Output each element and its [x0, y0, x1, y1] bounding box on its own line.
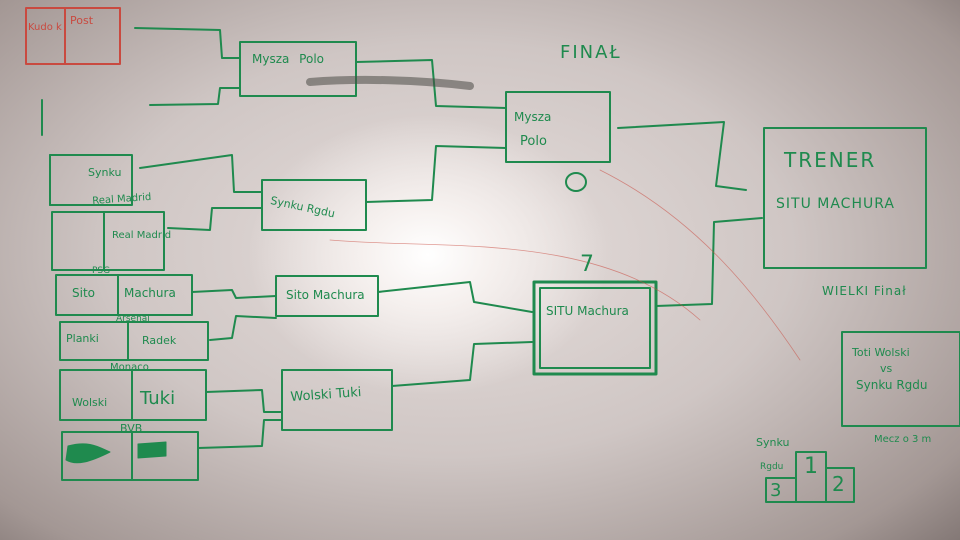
podium-top-name: Synku: [756, 436, 790, 449]
legend-left-label: Kudo k: [28, 22, 62, 33]
caption-monaco: Monaco: [110, 362, 149, 373]
podium-first: 1: [804, 454, 818, 479]
final-label: FINAŁ: [560, 42, 622, 63]
podium-left-name: Rgdu: [760, 462, 784, 472]
round1-box5-left: Wolski: [72, 396, 108, 409]
round1-box2-left: Real Madrid: [112, 230, 172, 241]
bvb-scribble-left: [65, 443, 111, 464]
champion-line2: SITU MACHURA: [776, 196, 895, 212]
round2-box1-text: Mysza Polo: [252, 52, 324, 66]
third-place-line3: Synku Rgdu: [856, 378, 928, 392]
round1-box3-left: Sito: [72, 286, 95, 300]
round1-box5-right: Tuki: [140, 388, 176, 409]
round2-box3-text: Sito Machura: [286, 288, 365, 302]
caption-arsenal: Arsenal: [116, 314, 150, 324]
third-place-line1: Toti Wolski: [852, 346, 910, 359]
third-place-line2: vs: [880, 362, 893, 375]
podium-third: 3: [770, 480, 782, 501]
third-place-box: [841, 331, 960, 427]
champion-line1: TRENER: [784, 148, 877, 172]
round1-box4-left: Planki: [66, 332, 99, 345]
semi-bottom-text: SITU Machura: [546, 304, 629, 318]
eraser-smear: [306, 75, 474, 90]
semi-top-line1: Mysza: [514, 110, 552, 124]
score-bottom: 7: [580, 252, 594, 277]
round1-boxes: [49, 154, 209, 481]
bvb-scribble-right: [137, 441, 167, 459]
round1-box3-right: Machura: [124, 286, 176, 300]
caption-psg: PSG: [92, 266, 111, 276]
big-final-label: WIELKI Finał: [822, 284, 907, 298]
round1-box1-left: Synku: [88, 166, 122, 179]
round2-boxes: [239, 41, 393, 431]
podium-second: 2: [832, 472, 845, 496]
semi-bottom-box: [532, 280, 658, 376]
round1-box4-right: Radek: [142, 334, 177, 347]
podium-outline: [765, 451, 855, 503]
caption-bvb: BVB: [120, 422, 143, 435]
faint-red-lines: [329, 169, 801, 361]
legend-right-label: Post: [70, 14, 94, 27]
semi-top-box: [505, 91, 611, 163]
legend-box-outline: [25, 7, 121, 65]
third-place-caption: Mecz o 3 m: [874, 434, 932, 445]
semi-top-line2: Polo: [520, 134, 547, 149]
score-circle: [565, 172, 587, 192]
champion-box: [763, 127, 927, 269]
